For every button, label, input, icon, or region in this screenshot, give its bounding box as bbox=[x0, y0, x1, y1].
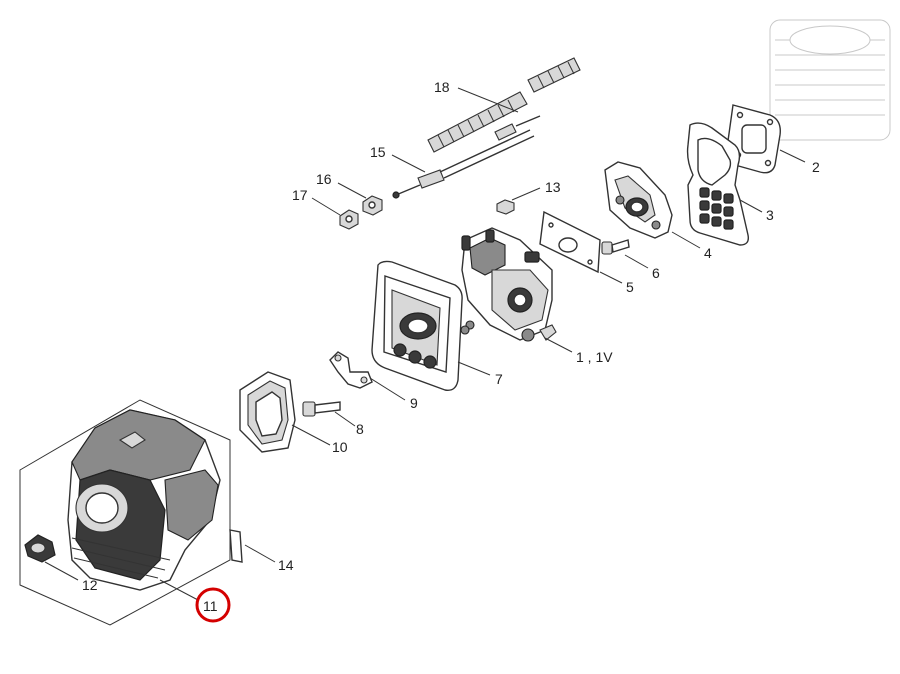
part-3-insulator[interactable] bbox=[686, 122, 750, 246]
engine-cylinder-ghost bbox=[769, 19, 891, 141]
part-14-plate[interactable] bbox=[229, 529, 243, 563]
callout-6[interactable]: 6 bbox=[652, 265, 660, 281]
callout-17[interactable]: 17 bbox=[292, 187, 308, 203]
callout-5[interactable]: 5 bbox=[626, 279, 634, 295]
callout-2[interactable]: 2 bbox=[812, 159, 820, 175]
part-4-intake-adapter[interactable] bbox=[604, 161, 673, 239]
part-15-throttle-cable[interactable] bbox=[392, 115, 541, 199]
callout-7[interactable]: 7 bbox=[495, 371, 503, 387]
part-17-nut[interactable] bbox=[339, 209, 359, 230]
part-18-springs[interactable] bbox=[427, 57, 581, 153]
part-10-element[interactable] bbox=[239, 371, 296, 453]
part-8-bolt[interactable] bbox=[302, 401, 341, 417]
callout-14[interactable]: 14 bbox=[278, 557, 294, 573]
callout-15[interactable]: 15 bbox=[370, 144, 386, 160]
part-9-bracket[interactable] bbox=[329, 351, 373, 389]
callout-8[interactable]: 8 bbox=[356, 421, 364, 437]
callout-12[interactable]: 12 bbox=[82, 577, 98, 593]
callout-16[interactable]: 16 bbox=[316, 171, 332, 187]
part-16-nut[interactable] bbox=[362, 195, 383, 216]
part-1-carburetor[interactable] bbox=[461, 227, 557, 342]
callout-4[interactable]: 4 bbox=[704, 245, 712, 261]
part-6-screw[interactable] bbox=[601, 239, 630, 255]
part-12-knob[interactable] bbox=[24, 534, 56, 563]
callout-3[interactable]: 3 bbox=[766, 207, 774, 223]
callout-labels: 18 15 16 17 13 2 3 4 6 5 1 , 1V 7 9 8 10… bbox=[82, 79, 820, 614]
callout-11[interactable]: 11 bbox=[203, 598, 218, 614]
part-7-air-cleaner-base[interactable] bbox=[371, 260, 470, 391]
part-13-nut[interactable] bbox=[496, 199, 515, 215]
callout-10[interactable]: 10 bbox=[332, 439, 348, 455]
callout-13[interactable]: 13 bbox=[545, 179, 561, 195]
callout-18[interactable]: 18 bbox=[434, 79, 450, 95]
insulator-grid bbox=[699, 187, 734, 230]
callout-9[interactable]: 9 bbox=[410, 395, 418, 411]
highlight-circle-callout-11 bbox=[195, 587, 231, 623]
leader-lines bbox=[44, 87, 806, 601]
callout-1-1v[interactable]: 1 , 1V bbox=[576, 349, 613, 365]
part-11-air-cleaner-cover[interactable] bbox=[19, 399, 231, 626]
part-5-gasket[interactable] bbox=[539, 210, 601, 274]
